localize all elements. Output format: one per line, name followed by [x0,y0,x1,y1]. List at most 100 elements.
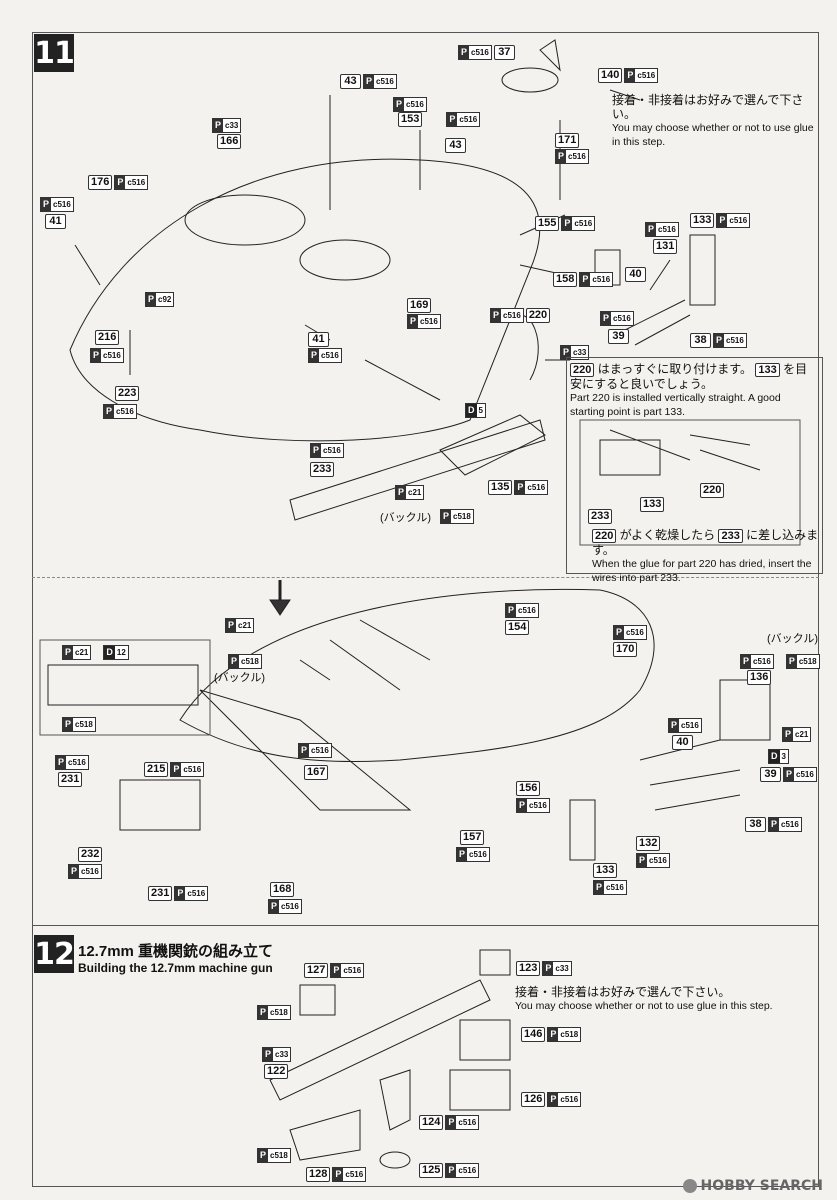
tag-40a: 40 [625,267,646,282]
part220-note-inset [566,357,823,574]
tag-157: 157 [460,830,485,845]
step12-title-jp: 12.7mm 重機関銃の組み立て [78,943,274,960]
dry-ref-233: 233 [718,529,743,543]
tag-41a: 41 [45,214,66,229]
dry-note-jp-b: に差し込みます。 [592,528,819,557]
tag-40b: 40 [672,735,693,750]
step-11-number: 11 [34,34,75,72]
part-220-wires [509,314,539,381]
part-124 [379,1069,411,1131]
glue-note-step11: 接着・非接着はお好みで選んで下さい。 You may choose whethe… [612,93,822,149]
part-127 [299,984,336,1016]
inset-box-lower [39,639,211,736]
tag-131: 131 [653,239,678,254]
part-38-39-barrels [624,299,691,346]
turret-hull-outline [69,158,541,442]
tag-132: 132 [636,836,661,851]
tag-232: 232 [78,847,103,862]
inset-box-detail [47,664,199,706]
tag-171: 171 [555,133,580,148]
glue-note-jp: 接着・非接着はお好みで選んで下さい。 [612,93,804,121]
part-133-plate [689,234,716,306]
tag-168: 168 [270,882,295,897]
part-37-disc [501,67,559,93]
glue-note-step12: 接着・非接着はお好みで選んで下さい。 You may choose whethe… [515,985,815,1013]
page-frame [32,32,819,1187]
note-ref-220: 220 [570,363,595,377]
step12-title-en: Building the 12.7mm machine gun [78,961,273,975]
hatch-ring-2 [299,239,391,281]
part-140 [539,39,561,72]
dry-note-en: When the glue for part 220 has dried, in… [592,558,812,584]
tag-122: 122 [264,1064,289,1079]
hobbysearch-logo-icon [682,1179,697,1193]
part220-note-jp-a: はまっすぐに取り付けます。 [597,362,753,376]
tag-216: 216 [95,330,120,345]
step11-inner-divider [32,577,819,578]
hatch-ring-1 [184,194,306,246]
part-125 [379,1151,411,1169]
note-ref-133: 133 [755,363,780,377]
tag-136: 136 [747,670,772,685]
tag-170: 170 [613,642,638,657]
buckle-label-upper: (バックル) [380,512,431,524]
part-146 [459,1019,511,1061]
part-135-box [439,414,546,476]
tag-223: 223 [115,386,140,401]
glue-note-12-en: You may choose whether or not to use glu… [515,1000,773,1012]
hull-lower-outline [179,588,655,763]
tag-166: 166 [217,134,242,149]
dry-note: 220 がよく乾燥したら 233 に差し込みます。 When the glue … [592,528,820,585]
strap-details [299,619,431,691]
tag-154: 154 [505,620,530,635]
step-12-number: 12 [34,935,75,973]
step-divider [32,925,819,926]
inset-detail [599,429,761,476]
part-167-frame [199,689,412,811]
tag-41b: 41 [308,332,329,347]
glue-note-12-jp: 接着・非接着はお好みで選んで下さい。 [515,985,731,999]
tag-39a: 39 [608,329,629,344]
